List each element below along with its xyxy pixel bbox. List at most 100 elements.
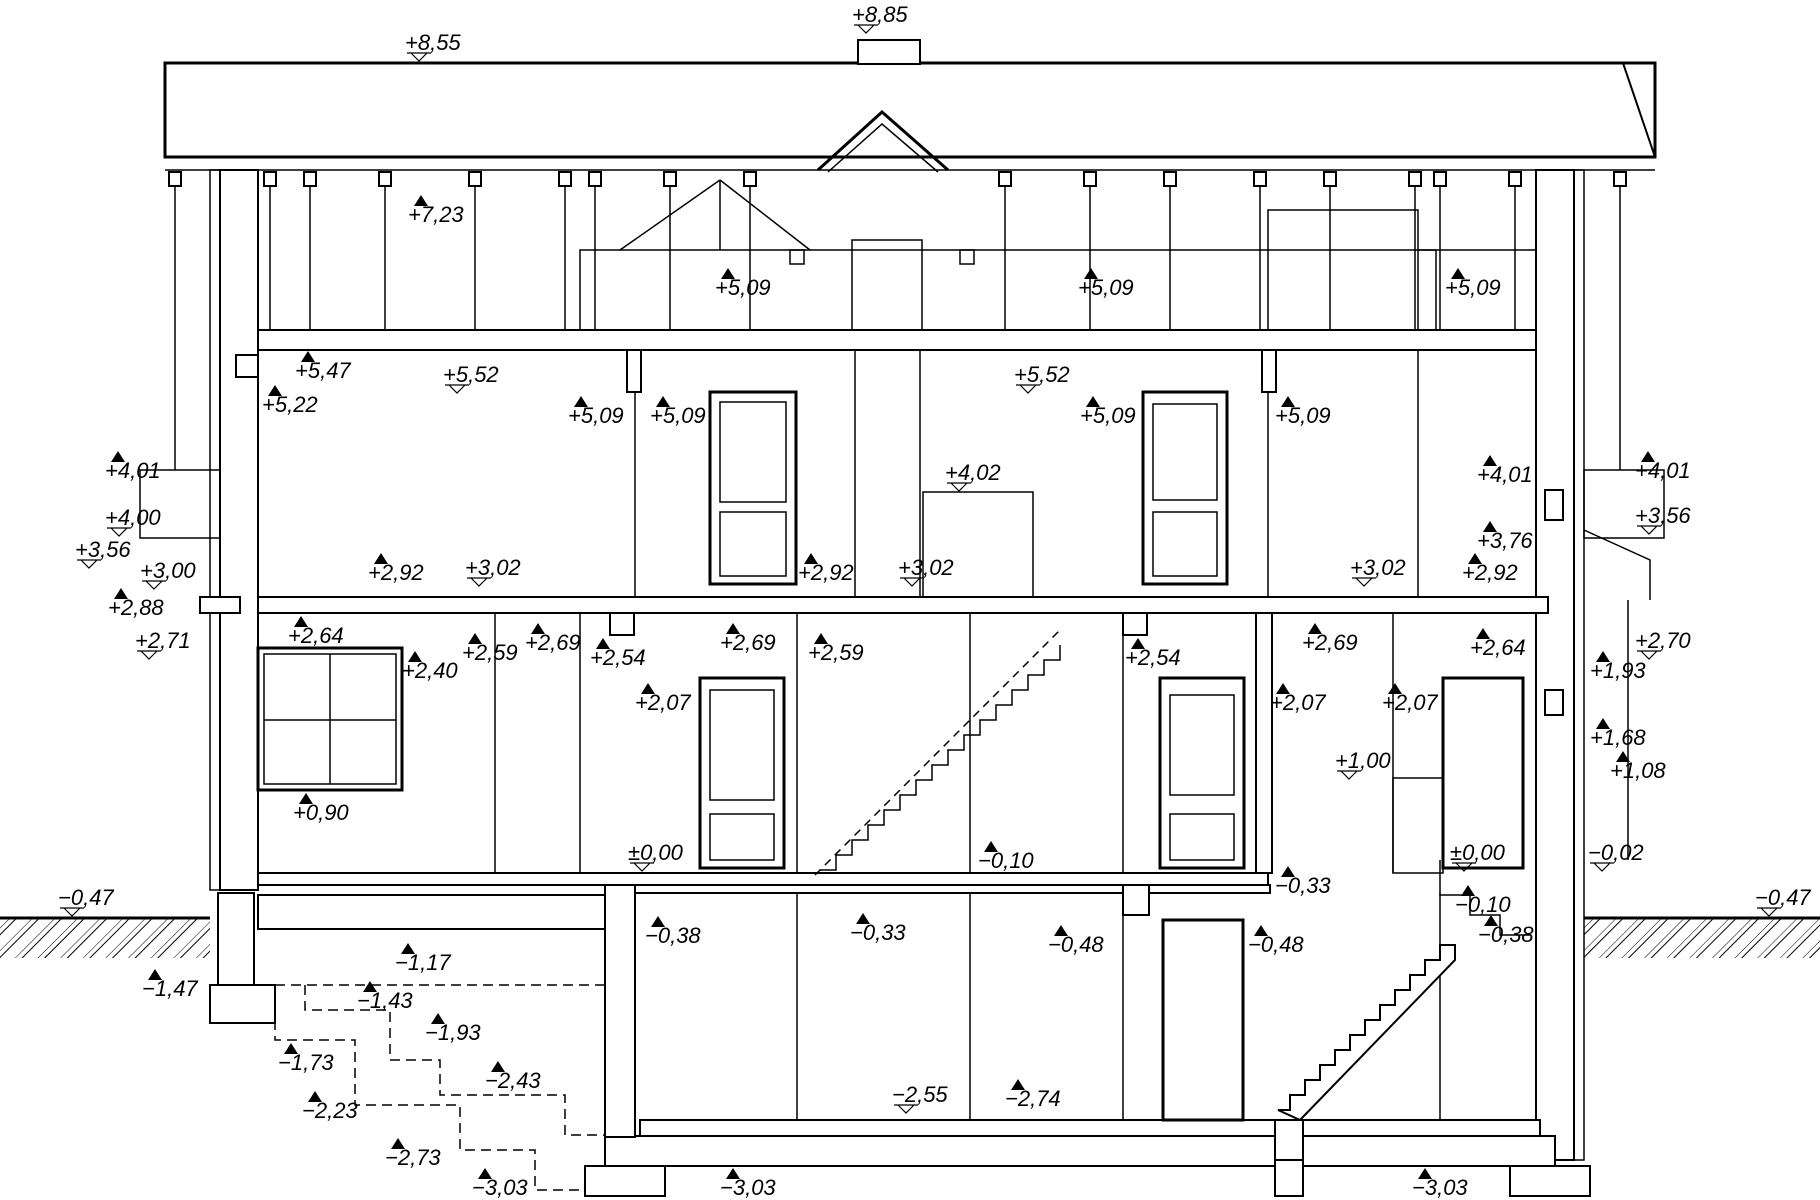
elevation-mark: +3,76 <box>1477 521 1533 553</box>
elevation-label: +2,64 <box>1470 635 1526 660</box>
elevation-label: −0,48 <box>1248 932 1304 957</box>
elevation-label: −0,02 <box>1588 840 1644 865</box>
level-marker-filled <box>408 651 422 662</box>
level-marker-open <box>142 580 166 590</box>
elevation-label: −3,03 <box>720 1175 776 1200</box>
elevation-label: +4,01 <box>1635 458 1691 483</box>
elevation-label: +3,56 <box>75 537 131 562</box>
elevation-label: +5,52 <box>443 362 499 387</box>
elevation-label: ±0,00 <box>1450 840 1506 865</box>
level-marker-open <box>107 527 131 537</box>
elevation-mark: −2,73 <box>385 1138 441 1170</box>
elevation-mark: −2,55 <box>892 1082 948 1114</box>
elevation-label: −0,38 <box>645 923 701 948</box>
level-marker-filled <box>1418 1168 1432 1179</box>
level-marker-filled <box>1451 268 1465 279</box>
level-marker-filled <box>491 1061 505 1072</box>
level-marker-open <box>900 577 924 587</box>
elevation-mark: +2,59 <box>462 633 518 665</box>
elevation-label: +4,01 <box>1477 462 1533 487</box>
elevation-label: +5,09 <box>715 275 771 300</box>
elevation-mark: +2,07 <box>1382 683 1438 715</box>
elevation-label: +2,07 <box>635 690 691 715</box>
elevation-label: +3,00 <box>140 558 196 583</box>
elevation-mark: ±0,00 <box>1450 840 1506 872</box>
elevation-mark: +2,64 <box>288 616 344 648</box>
level-marker-filled <box>984 841 998 852</box>
elevation-label: +2,07 <box>1270 690 1326 715</box>
rafter-bracket <box>1408 171 1422 187</box>
level-marker-open <box>1590 862 1614 872</box>
level-marker-open <box>947 482 971 492</box>
elevation-mark: +1,00 <box>1335 748 1391 780</box>
attic-framing <box>165 169 1655 351</box>
elevation-mark: +2,54 <box>590 638 646 670</box>
level-marker-filled <box>1483 521 1497 532</box>
elevation-label: −3,03 <box>472 1175 528 1200</box>
elevation-mark: −0,38 <box>1478 915 1534 947</box>
rafter-bracket <box>263 171 277 187</box>
level-marker-filled <box>531 623 545 634</box>
elevation-label: −0,33 <box>850 920 906 945</box>
rafter-bracket <box>1323 171 1337 187</box>
level-marker-open <box>60 907 84 917</box>
elevation-mark: −3,03 <box>472 1168 528 1200</box>
elevation-mark: −1,17 <box>395 943 451 975</box>
level-marker-filled <box>656 396 670 407</box>
doors <box>698 390 1525 1122</box>
level-marker-open <box>137 650 161 660</box>
window <box>256 646 404 792</box>
elevation-mark: +5,09 <box>1275 396 1331 428</box>
elevation-mark: +3,56 <box>1635 503 1691 535</box>
elevation-label: −0,47 <box>1755 885 1811 910</box>
level-marker-filled <box>1054 925 1068 936</box>
rafter-bracket <box>303 171 317 187</box>
level-marker-filled <box>111 451 125 462</box>
level-marker-filled <box>1011 1079 1025 1090</box>
elevation-label: +2,71 <box>135 628 191 653</box>
elevation-mark: +3,00 <box>140 558 196 590</box>
elevation-mark: +5,09 <box>568 396 624 428</box>
level-marker-filled <box>374 553 388 564</box>
elevation-mark: +1,93 <box>1590 651 1646 683</box>
elevation-mark: +8,55 <box>405 30 461 62</box>
rafter-bracket <box>468 171 482 187</box>
level-marker-filled <box>596 638 610 649</box>
level-marker-filled <box>726 623 740 634</box>
elevation-mark: +2,07 <box>635 683 691 715</box>
elevation-labels: +8,85+8,55+7,23+5,09+5,09+5,09+5,47+5,22… <box>58 2 1811 1200</box>
level-marker-open <box>894 1104 918 1114</box>
level-marker-filled <box>574 396 588 407</box>
elevation-mark: +5,09 <box>650 396 706 428</box>
elevation-mark: +4,01 <box>1635 451 1691 483</box>
level-marker-filled <box>268 385 282 396</box>
level-marker-filled <box>721 268 735 279</box>
level-marker-open <box>1637 650 1661 660</box>
rafter-bracket <box>1083 171 1097 187</box>
elevation-label: −0,47 <box>58 885 114 910</box>
elevation-label: +8,85 <box>852 2 908 27</box>
elevation-label: +2,92 <box>368 560 424 585</box>
rafter-bracket <box>1508 171 1522 187</box>
elevation-label: ±0,00 <box>628 840 684 865</box>
elevation-mark: −0,02 <box>1588 840 1644 872</box>
elevation-label: −2,73 <box>385 1145 441 1170</box>
elevation-mark: −2,74 <box>1005 1079 1061 1111</box>
elevation-mark: +5,22 <box>262 385 318 417</box>
level-marker-filled <box>301 351 315 362</box>
level-marker-open <box>854 24 878 34</box>
elevation-label: +5,09 <box>1445 275 1501 300</box>
elevation-label: −2,74 <box>1005 1086 1061 1111</box>
level-marker-filled <box>1086 396 1100 407</box>
elevation-mark: +3,02 <box>1350 555 1406 587</box>
level-marker-filled <box>284 1043 298 1054</box>
level-marker-filled <box>478 1168 492 1179</box>
level-marker-filled <box>363 981 377 992</box>
elevation-mark: −1,43 <box>357 981 413 1013</box>
elevation-mark: −1,73 <box>278 1043 334 1075</box>
elevation-mark: +4,01 <box>1477 455 1533 487</box>
elevation-mark: +2,54 <box>1125 638 1181 670</box>
elevation-mark: +5,09 <box>715 268 771 300</box>
elevation-mark: +5,09 <box>1445 268 1501 300</box>
